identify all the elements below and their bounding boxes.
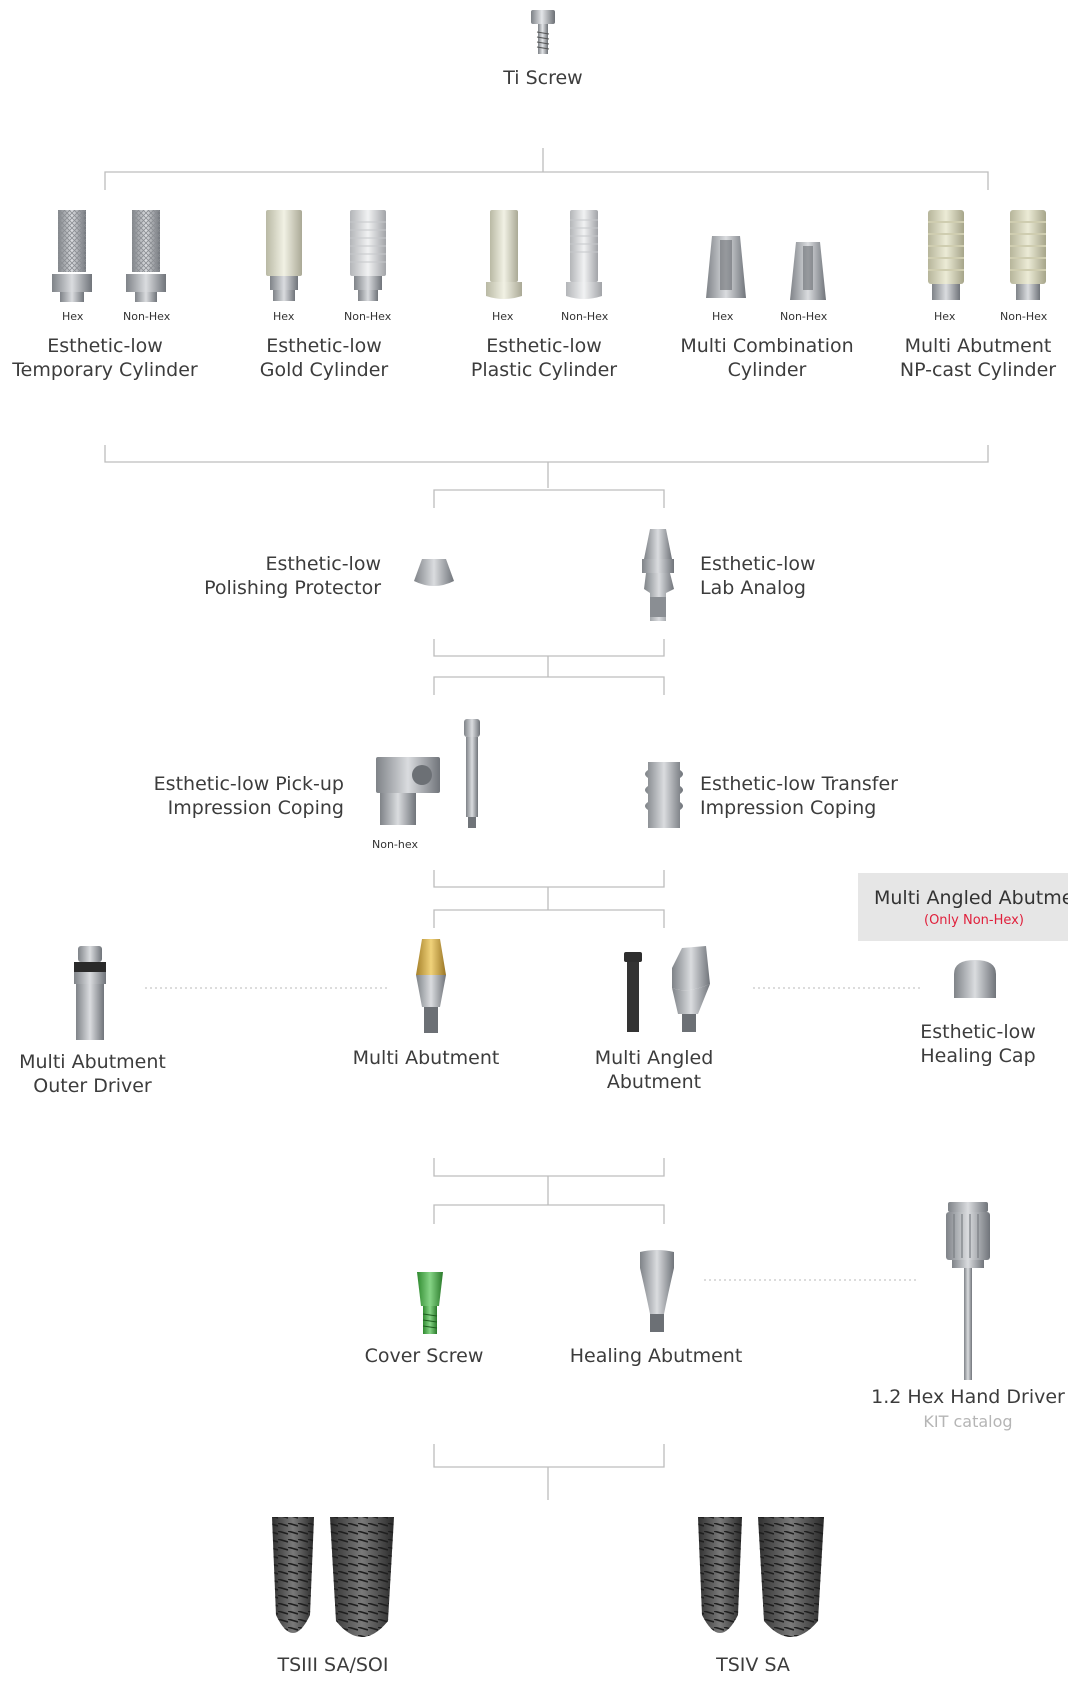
cylinder-3-title-line2: Plastic Cylinder [470,359,618,381]
cylinder-4-title-line1: Multi Combination [680,335,854,357]
lab-analog-line2: Lab Analog [700,577,806,599]
cylinder-2-title-line2: Gold Cylinder [259,359,389,381]
temporary-cylinder-hex-image [52,210,92,302]
cylinder-4-title-line2: Cylinder [727,359,807,381]
pickup-nonhex-note: Non-hex [372,838,418,851]
tsiii-implants-image [272,1517,394,1637]
outer-driver-image [74,946,106,1040]
cylinder-1-hex-label: Hex [62,310,84,323]
outer-driver-line1: Multi Abutment [19,1051,166,1073]
np-cast-cylinder-hex-image [928,210,964,300]
cylinder-1-nonhex-label: Non-Hex [123,310,171,323]
multi-angled-abutment-line2: Abutment [606,1071,702,1093]
cylinder-5-hex-label: Hex [934,310,956,323]
lab-analog-line1: Esthetic-low [700,553,816,575]
gold-cylinder-nonhex-image [350,210,386,301]
multi-abutment-label: Multi Abutment [352,1047,500,1069]
multi-angled-abutment-badge: Multi Angled Abutment (Only Non-Hex) [858,873,1068,941]
ti-screw-image [531,10,555,54]
transfer-coping-line1: Esthetic-low Transfer [700,773,898,795]
cylinder-4-hex-label: Hex [712,310,734,323]
gold-cylinder-hex-image [266,210,302,301]
healing-cap-image [954,960,996,998]
multi-angled-abutment-line1: Multi Angled [594,1047,714,1069]
pickup-guide-pin-image [464,719,480,828]
plastic-cylinder-hex-image [486,210,522,299]
angled-abutment-screw-image [624,952,642,1032]
cylinder-3-nonhex-label: Non-Hex [561,310,609,323]
cover-screw-label: Cover Screw [364,1345,484,1367]
healing-cap-line2: Healing Cap [920,1045,1036,1067]
polishing-protector-line2: Polishing Protector [204,577,381,599]
cover-screw-image [417,1272,443,1334]
polishing-protector-line1: Esthetic-low [265,553,381,575]
cylinder-1-title-line1: Esthetic-low [47,335,163,357]
pickup-coping-line1: Esthetic-low Pick-up [153,773,344,795]
cylinder-2-title-line1: Esthetic-low [266,335,382,357]
pickup-coping-image [376,757,440,825]
polishing-protector-image [414,559,454,586]
cylinder-3-hex-label: Hex [492,310,514,323]
transfer-coping-image [645,762,683,828]
cylinder-5-title-line1: Multi Abutment [904,335,1052,357]
healing-abutment-label: Healing Abutment [569,1345,743,1367]
temporary-cylinder-nonhex-image [126,210,166,302]
np-cast-cylinder-nonhex-image [1010,210,1046,300]
transfer-coping-line2: Impression Coping [700,797,877,819]
cylinder-1-title-line2: Temporary Cylinder [12,359,198,381]
tsiv-label: TSIV SA [716,1654,790,1676]
multi-abutment-image [416,939,446,1033]
tsiv-implants-image [698,1517,824,1637]
lab-analog-image [642,529,674,621]
cylinder-4-nonhex-label: Non-Hex [780,310,828,323]
ti-screw-label: Ti Screw [503,67,583,89]
cylinder-3-title-line1: Esthetic-low [486,335,602,357]
outer-driver-line2: Outer Driver [33,1075,152,1097]
kit-catalog-note: KIT catalog [923,1412,1013,1431]
healing-abutment-image [640,1250,674,1332]
cylinder-5-title-line2: NP-cast Cylinder [899,359,1057,381]
pickup-coping-line2: Impression Coping [167,797,344,819]
badge-note: (Only Non-Hex) [924,913,1024,928]
badge-title: Multi Angled Abutment [874,887,1068,909]
cylinder-2-nonhex-label: Non-Hex [344,310,392,323]
cylinder-5-nonhex-label: Non-Hex [1000,310,1048,323]
tsiii-label: TSIII SA/SOI [277,1654,389,1676]
hex-hand-driver-image [946,1202,990,1380]
multi-combination-cylinder-hex-image [706,236,746,298]
plastic-cylinder-nonhex-image [566,210,602,299]
multi-angled-abutment-image [672,946,710,1032]
healing-cap-line1: Esthetic-low [920,1021,1036,1043]
hex-hand-driver-label: 1.2 Hex Hand Driver [871,1386,1065,1408]
cylinder-2-hex-label: Hex [273,310,295,323]
multi-combination-cylinder-nonhex-image [790,242,826,300]
